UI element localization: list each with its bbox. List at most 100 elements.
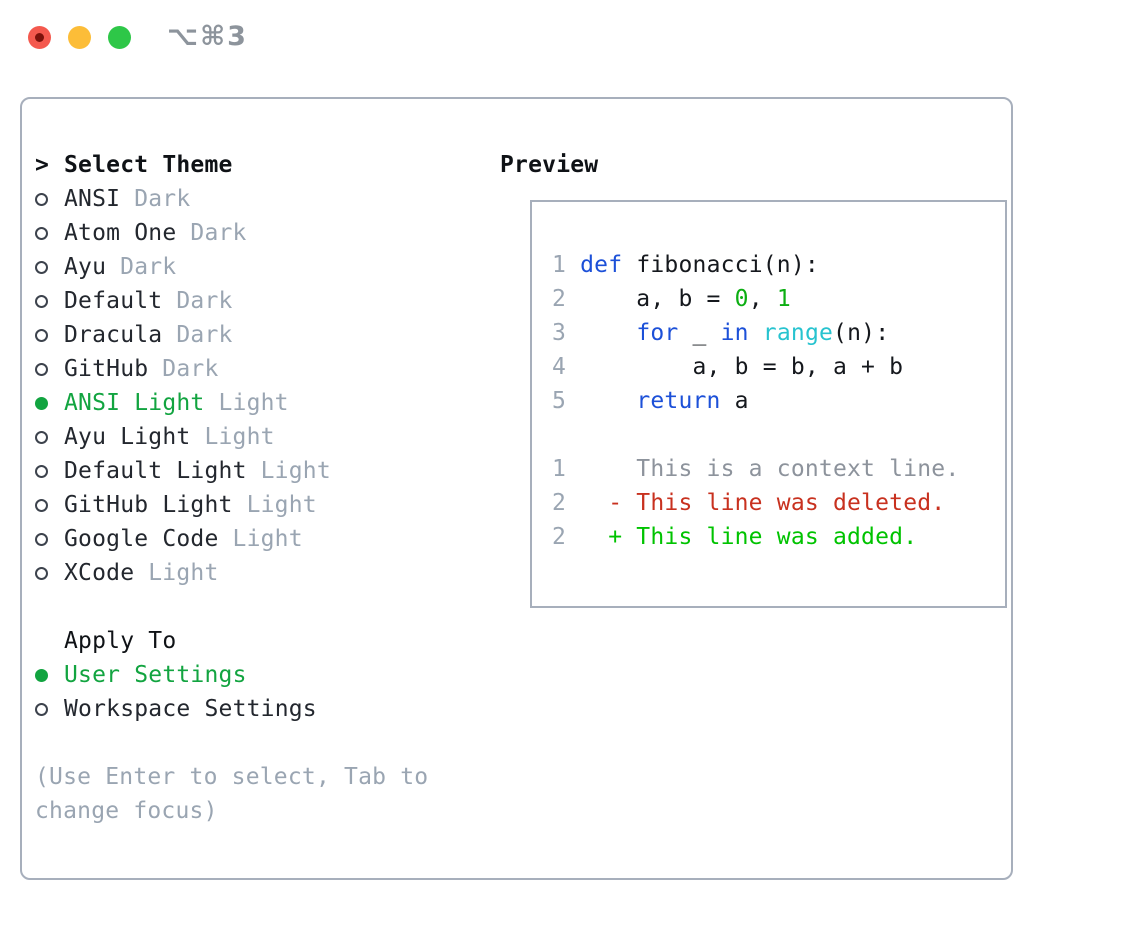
minimize-icon[interactable]: [68, 26, 91, 49]
code-line: [552, 418, 1005, 452]
theme-variant: Light: [218, 390, 289, 416]
code-segment: a, b = b, a + b: [566, 354, 904, 380]
radio-icon: [35, 566, 48, 580]
traffic-lights: [28, 26, 131, 49]
line-number: 4: [552, 354, 567, 380]
select-theme-title: Select Theme: [64, 152, 233, 178]
apply-to-label: User Settings: [64, 662, 247, 688]
theme-variant: Light: [232, 526, 303, 552]
code-segment: in: [720, 320, 749, 346]
code-segment: (n):: [833, 320, 890, 346]
code-segment: + This line was added.: [566, 524, 918, 550]
code-segment: fibonacci(n):: [622, 252, 819, 278]
code-segment: return: [636, 388, 721, 414]
code-line: 1 def fibonacci(n):: [552, 248, 1005, 282]
line-number: 1: [552, 252, 567, 278]
radio-selected-icon: [35, 668, 48, 682]
theme-name: Google Code: [64, 526, 219, 552]
line-number: 2: [552, 286, 567, 312]
theme-variant: Light: [204, 424, 275, 450]
radio-slot: [35, 566, 64, 580]
line-number: 2: [552, 524, 567, 550]
theme-name: Ayu Light: [64, 424, 191, 450]
theme-name: GitHub: [64, 356, 149, 382]
code-segment: [566, 388, 636, 414]
radio-slot: [35, 498, 64, 512]
theme-variant: Light: [260, 458, 331, 484]
radio-slot: [35, 464, 64, 478]
radio-icon: [35, 226, 48, 240]
hint-text: (Use Enter to select, Tab to change focu…: [35, 760, 485, 828]
select-theme-header: > Select Theme: [35, 148, 485, 182]
apply-to-header: Apply To: [35, 624, 485, 658]
radio-slot: [35, 430, 64, 444]
radio-icon: [35, 192, 48, 206]
radio-selected-icon: [35, 396, 48, 410]
code-line: 4 a, b = b, a + b: [552, 350, 1005, 384]
apply-to-option[interactable]: User Settings: [35, 658, 485, 692]
code-segment: range: [762, 320, 834, 346]
theme-name: XCode: [64, 560, 135, 586]
code-line: 3 for _ in range(n):: [552, 316, 1005, 350]
close-icon[interactable]: [28, 26, 51, 49]
line-number: 2: [552, 490, 567, 516]
spacer-row: [35, 590, 485, 624]
code-segment: a, b =: [566, 286, 735, 312]
radio-slot: [35, 260, 64, 274]
theme-option[interactable]: ANSI Dark: [35, 182, 485, 216]
theme-option[interactable]: GitHub Dark: [35, 352, 485, 386]
theme-variant: Light: [246, 492, 317, 518]
theme-variant: Dark: [190, 220, 247, 246]
record-dot-icon: [35, 33, 44, 42]
code-segment: [749, 320, 763, 346]
prompt-caret: >: [35, 152, 50, 178]
apply-to-title: Apply To: [64, 628, 177, 654]
theme-option[interactable]: Google Code Light: [35, 522, 485, 556]
theme-name: Default: [64, 288, 163, 314]
apply-to-label: Workspace Settings: [64, 696, 317, 722]
code-line: 2 - This line was deleted.: [552, 486, 1005, 520]
window-shortcut-label: ⌥⌘3: [167, 21, 248, 52]
code-segment: 1: [776, 286, 791, 312]
theme-name: ANSI: [64, 186, 121, 212]
zoom-icon[interactable]: [108, 26, 131, 49]
theme-name: Default Light: [64, 458, 247, 484]
apply-to-option[interactable]: Workspace Settings: [35, 692, 485, 726]
radio-icon: [35, 464, 48, 478]
code-segment: - This line was deleted.: [566, 490, 946, 516]
code-segment: _: [678, 320, 721, 346]
radio-slot: [35, 328, 64, 342]
theme-name: Dracula: [64, 322, 163, 348]
theme-variant: Dark: [162, 356, 219, 382]
spacer-row: [35, 726, 485, 760]
radio-slot: [35, 294, 64, 308]
radio-slot: [35, 226, 64, 240]
radio-icon: [35, 498, 48, 512]
radio-icon: [35, 328, 48, 342]
radio-slot: [35, 396, 64, 410]
code-segment: ,: [748, 286, 777, 312]
radio-slot: [35, 192, 64, 206]
line-number: 1: [552, 456, 567, 482]
radio-slot: [35, 532, 64, 546]
theme-variant: Dark: [134, 186, 191, 212]
code-segment: [566, 252, 580, 278]
radio-icon: [35, 702, 48, 716]
radio-slot: [35, 668, 64, 682]
radio-icon: [35, 532, 48, 546]
theme-option[interactable]: Default Light Light: [35, 454, 485, 488]
theme-option[interactable]: Ayu Light Light: [35, 420, 485, 454]
preview-title: Preview: [500, 152, 599, 178]
